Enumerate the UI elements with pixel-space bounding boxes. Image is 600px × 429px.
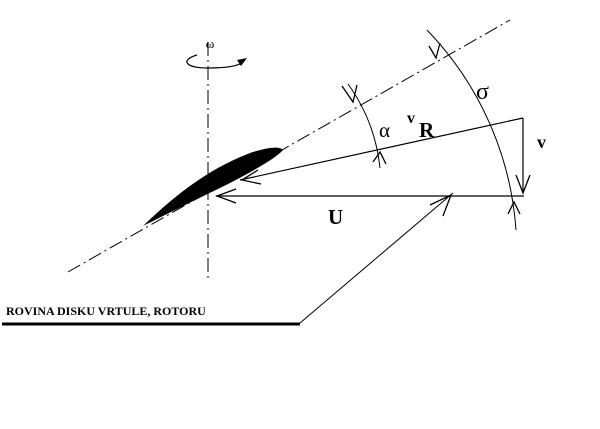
sigma-arrow-bottom-icon [507, 200, 521, 215]
omega-label: ω [206, 36, 215, 51]
relative-velocity-arrow-icon [240, 169, 262, 185]
r-label: R [419, 118, 435, 142]
alpha-label: α [379, 118, 390, 142]
rotation-arrow-icon [186, 54, 247, 69]
alpha-arrow-top-icon [341, 84, 358, 104]
v-label: v [537, 132, 546, 152]
leader-arrow-icon [429, 193, 453, 217]
sigma-arrow-top-icon [428, 42, 441, 60]
leader-line [299, 192, 454, 324]
plane-label: ROVINA DISKU VRTULE, ROTORU [6, 304, 206, 318]
sigma-label: σ [476, 79, 489, 105]
u-velocity-arrow-icon [215, 188, 237, 204]
u-label: U [328, 205, 343, 229]
alpha-arrow-bottom-icon [372, 150, 387, 165]
v-superscript-label: v [407, 110, 415, 127]
chord-line [67, 19, 511, 273]
airfoil-profile [143, 147, 283, 226]
v-velocity-arrow-icon [515, 174, 531, 195]
relative-velocity-line [239, 117, 524, 181]
alpha-arc [347, 83, 381, 169]
